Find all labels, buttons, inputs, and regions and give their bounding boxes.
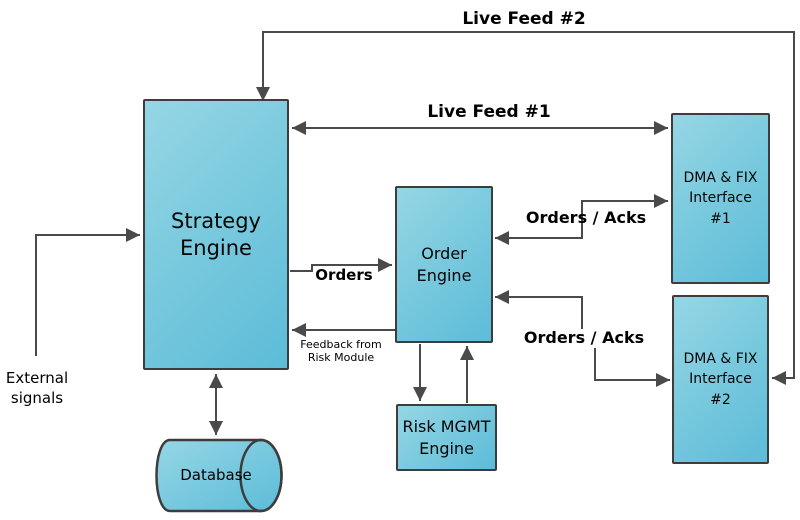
dma-fix-interface-2-label: DMA & FIX Interface #2 xyxy=(683,351,758,408)
live-feed-2-arrow xyxy=(256,31,795,385)
node-strategy-engine: Strategy Engine xyxy=(143,99,289,370)
order-engine-label: Order Engine xyxy=(416,244,472,285)
orders-label: Orders xyxy=(315,266,373,284)
live-feed-1-label: Live Feed #1 xyxy=(427,102,551,122)
database-label: Database xyxy=(180,466,252,484)
orders-acks-1-arrow xyxy=(495,194,668,245)
risk-mgmt-engine-label: Risk MGMT Engine xyxy=(402,417,491,458)
dma-fix-interface-1-label: DMA & FIX Interface #1 xyxy=(683,170,758,227)
external-signals-arrow xyxy=(35,228,140,356)
orders-acks-2-arrow-lower xyxy=(594,348,670,387)
node-order-engine: Order Engine xyxy=(395,186,493,343)
orders-acks-2-arrow-upper xyxy=(495,290,583,329)
node-dma-fix-interface-2: DMA & FIX Interface #2 xyxy=(672,295,769,464)
external-signals-label: External signals xyxy=(5,369,69,407)
orders-acks-2-label: Orders / Acks xyxy=(523,328,645,347)
live-feed-2-label: Live Feed #2 xyxy=(462,9,586,29)
database-cylinder xyxy=(155,438,283,513)
database-cylinder-cap xyxy=(239,438,283,513)
orders-arrow xyxy=(290,258,392,272)
node-risk-mgmt-engine: Risk MGMT Engine xyxy=(396,404,497,471)
node-dma-fix-interface-1: DMA & FIX Interface #1 xyxy=(671,113,770,284)
strategy-engine-label: Strategy Engine xyxy=(171,209,261,260)
feedback-label: Feedback from Risk Module xyxy=(300,338,382,364)
orders-acks-1-label: Orders / Acks xyxy=(525,208,647,227)
